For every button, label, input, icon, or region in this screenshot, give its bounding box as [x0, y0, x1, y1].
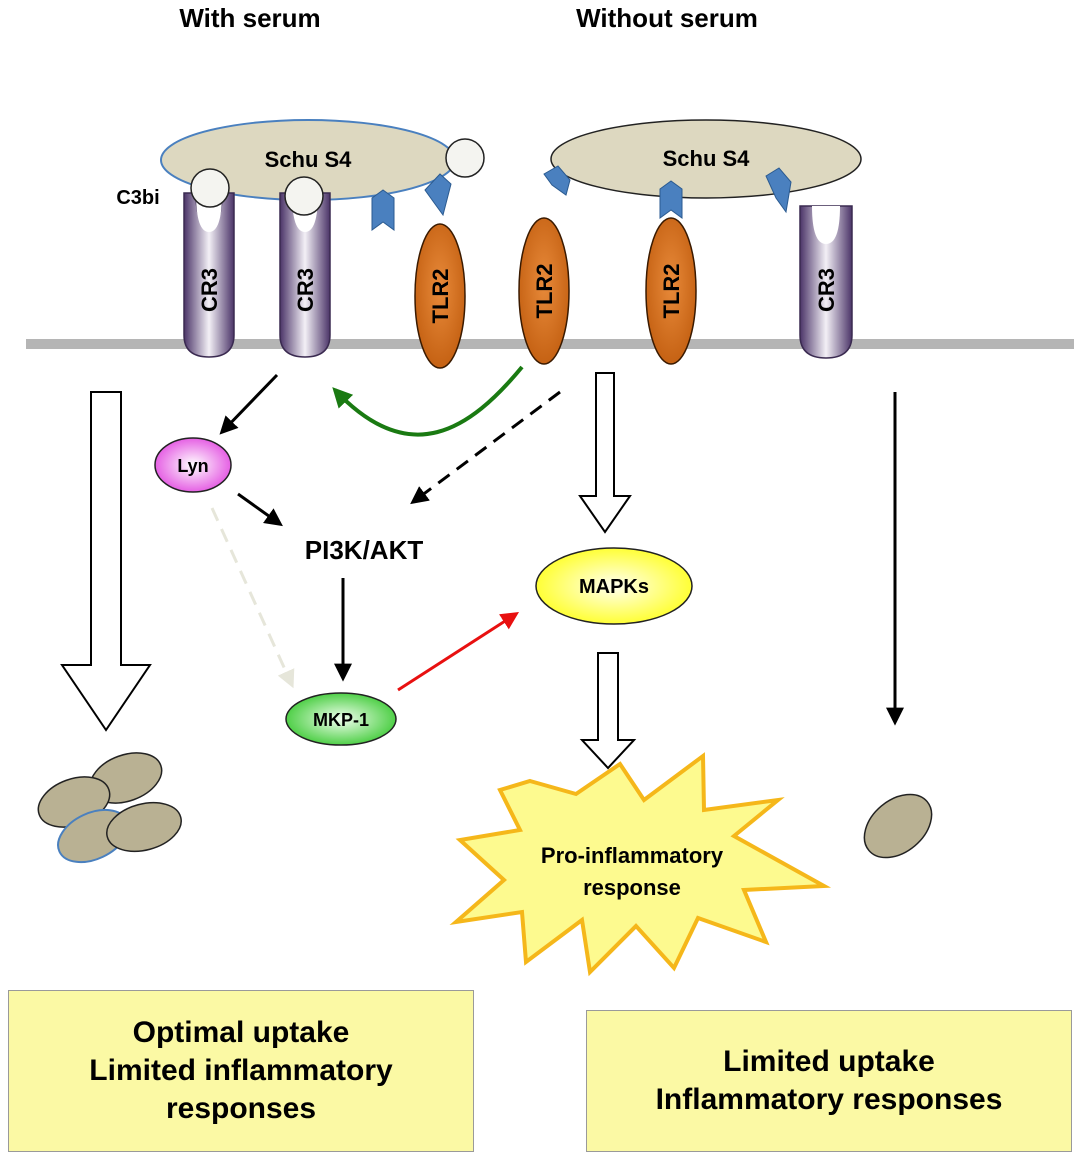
- arrow-mapks-to-response: [579, 652, 637, 770]
- arrow-tlr2-to-pi3k: [410, 390, 561, 505]
- arrow-lyn-to-mkp1: [210, 507, 295, 689]
- cr3-label: CR3: [814, 268, 839, 312]
- pro-inflammatory-label-2: response: [583, 875, 681, 900]
- tlr2-label: TLR2: [428, 269, 453, 324]
- internalized-bacterium: [106, 801, 182, 853]
- outcome-line: responses: [165, 1092, 317, 1125]
- ligand-icon: [543, 165, 571, 196]
- mkp1-label: MKP-1: [313, 710, 369, 730]
- outcome-line: Optimal uptake: [132, 1016, 350, 1049]
- ligand-icon: [371, 189, 395, 231]
- ligand-icon: [659, 180, 683, 219]
- tlr2-receptor-2: TLR2: [518, 217, 570, 365]
- c3bi-label: C3bi: [116, 187, 159, 209]
- mkp1-node: [285, 692, 397, 746]
- cr3-label: CR3: [293, 268, 318, 312]
- arrow-tlr2-to-cr3: [332, 365, 524, 437]
- pi3k-akt-label: PI3K/AKT: [305, 535, 424, 565]
- uptake-arrow-left: [60, 391, 152, 732]
- outcome-line: Inflammatory responses: [655, 1083, 1003, 1116]
- tlr2-receptor-1: TLR2: [414, 223, 466, 369]
- mapks-node: [535, 547, 693, 625]
- outcome-line: Limited inflammatory: [89, 1054, 393, 1087]
- pro-inflammatory-label-1: Pro-inflammatory: [541, 843, 724, 868]
- arrow-mkp1-to-mapks: [397, 612, 520, 692]
- internalized-bacterium: [863, 793, 933, 859]
- header-with-serum: With serum: [179, 3, 320, 33]
- ligand-icon: [424, 173, 452, 217]
- tlr2-label: TLR2: [532, 264, 557, 319]
- arrow-lyn-to-pi3k: [237, 492, 283, 527]
- tlr2-receptor-3: TLR2: [645, 217, 697, 365]
- arrow-cr3-to-lyn: [219, 373, 279, 435]
- header-without-serum: Without serum: [576, 3, 758, 33]
- outcome-box-with-serum: Optimal uptake Limited inflammatory resp…: [8, 990, 474, 1152]
- lyn-label: Lyn: [177, 456, 208, 476]
- cr3-label: CR3: [197, 268, 222, 312]
- c3bi-circle: [190, 168, 230, 208]
- tlr2-label: TLR2: [659, 264, 684, 319]
- cr3-receptor-3: CR3: [799, 205, 853, 359]
- ligand-icon: [765, 167, 792, 214]
- outcome-box-without-serum: Limited uptake Inflammatory responses: [586, 1010, 1072, 1152]
- bacterium-label-right: Schu S4: [663, 146, 751, 171]
- cr3-receptor-1: CR3: [183, 168, 235, 358]
- outcome-line: Limited uptake: [723, 1045, 935, 1078]
- mapks-label: MAPKs: [579, 576, 649, 598]
- cr3-receptor-2: CR3: [279, 176, 331, 358]
- c3bi-circle: [445, 138, 485, 178]
- bacterium-label-left: Schu S4: [265, 147, 353, 172]
- arrow-tlr2-to-mapks: [578, 372, 632, 534]
- pro-inflammatory-burst: [449, 752, 832, 977]
- lyn-node: [154, 437, 232, 493]
- c3bi-circle: [284, 176, 324, 216]
